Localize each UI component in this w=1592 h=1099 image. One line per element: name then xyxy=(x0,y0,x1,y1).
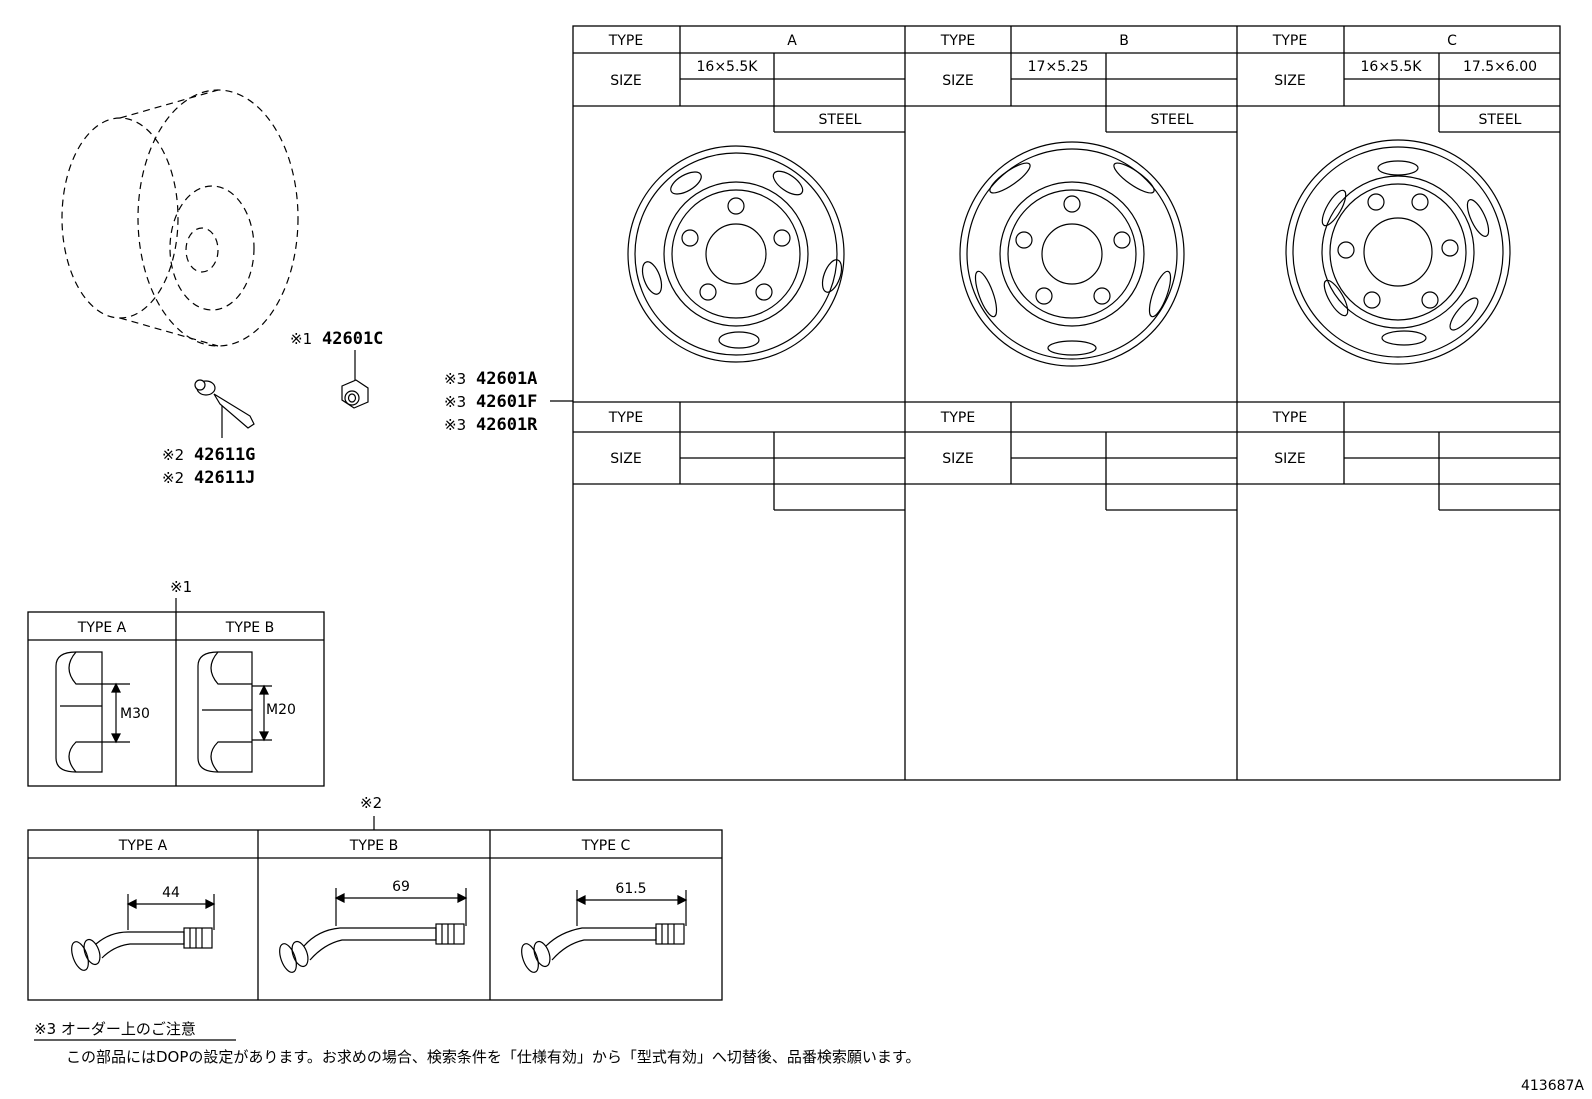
wheel-table-size-label-lower-a: SIZE xyxy=(610,451,641,467)
wheel-table-size-label-lower-b: SIZE xyxy=(942,451,973,467)
nut-type-a-header: TYPE A xyxy=(77,620,127,636)
wheel-table-size-label-c: SIZE xyxy=(1274,73,1305,89)
wheel-a-illustration xyxy=(627,145,845,363)
order-note-body: この部品にはDOPの設定があります。お求めの場合、検索条件を「仕様有効」から「型… xyxy=(66,1048,920,1066)
wheel-table-size-label-lower-c: SIZE xyxy=(1274,451,1305,467)
wheel-size-c-1: 16×5.5K xyxy=(1361,59,1423,75)
valve-type-c-header: TYPE C xyxy=(581,838,631,854)
valve-type-table xyxy=(27,829,723,1001)
nut-type-b-dim: M20 xyxy=(266,702,296,718)
valve-part-number-1[interactable]: 42611G xyxy=(194,445,255,465)
wheel-material-c: STEEL xyxy=(1479,112,1522,128)
wheel-size-c-2: 17.5×6.00 xyxy=(1463,59,1537,75)
wheel-table-type-label-b: TYPE xyxy=(940,33,975,49)
valve-part-number-2[interactable]: 42611J xyxy=(194,468,255,488)
order-note-title: ※3 オーダー上のご注意 xyxy=(34,1020,196,1038)
wheel-table-size-label-b: SIZE xyxy=(942,73,973,89)
wheel-material-b: STEEL xyxy=(1151,112,1194,128)
nut-type-table xyxy=(27,611,325,787)
valve-type-a-illustration xyxy=(71,894,216,971)
valve-callout-mark-2: ※2 xyxy=(162,469,184,487)
nut-table-mark: ※1 xyxy=(170,578,192,596)
wheel-c-illustration xyxy=(1285,139,1511,365)
nut-callout-mark: ※1 xyxy=(290,330,312,348)
hub-nut-icon xyxy=(341,379,369,409)
wheel-size-a: 16×5.5K xyxy=(697,59,759,75)
wheel-type-a: A xyxy=(787,33,797,49)
nut-type-b-header: TYPE B xyxy=(225,620,274,636)
valve-callout-mark-1: ※2 xyxy=(162,446,184,464)
wheel-type-b: B xyxy=(1119,33,1129,49)
valve-type-c-dim: 61.5 xyxy=(615,881,646,897)
wheel-part-number-1[interactable]: 42601A xyxy=(476,369,537,389)
wheel-table xyxy=(572,25,1561,781)
valve-type-b-dim: 69 xyxy=(392,879,410,895)
nut-part-number[interactable]: 42601C xyxy=(322,329,383,349)
nut-type-a-dim: M30 xyxy=(120,706,150,722)
valve-table-mark: ※2 xyxy=(360,794,382,812)
valve-type-a-dim: 44 xyxy=(162,885,180,901)
wheel-material-a: STEEL xyxy=(819,112,862,128)
wheel-size-b: 17×5.25 xyxy=(1028,59,1089,75)
wheel-table-type-label-a: TYPE xyxy=(608,33,643,49)
wheel-type-c: C xyxy=(1447,33,1457,49)
figure-id: 413687A xyxy=(1521,1078,1584,1094)
wheel-callout-mark-2: ※3 xyxy=(444,393,466,411)
wheel-callout-mark-1: ※3 xyxy=(444,370,466,388)
wheel-callout-mark-3: ※3 xyxy=(444,416,466,434)
wheel-table-size-label-a: SIZE xyxy=(610,73,641,89)
wheel-part-number-3[interactable]: 42601R xyxy=(476,415,538,435)
valve-type-a-header: TYPE A xyxy=(118,838,168,854)
valve-type-b-illustration xyxy=(279,888,468,973)
nut-type-b-illustration xyxy=(197,651,272,773)
wheel-table-type-label-lower-a: TYPE xyxy=(608,410,643,426)
wheel-table-type-label-lower-b: TYPE xyxy=(940,410,975,426)
tire-assembly-illustration xyxy=(61,89,299,347)
valve-type-b-header: TYPE B xyxy=(349,838,398,854)
valve-stem-icon xyxy=(194,379,255,429)
wheel-table-type-label-lower-c: TYPE xyxy=(1272,410,1307,426)
valve-type-c-illustration xyxy=(521,890,688,973)
wheel-b-illustration xyxy=(959,141,1185,367)
wheel-table-type-label-c: TYPE xyxy=(1272,33,1307,49)
wheel-part-number-2[interactable]: 42601F xyxy=(476,392,537,412)
nut-type-a-illustration xyxy=(55,651,130,773)
